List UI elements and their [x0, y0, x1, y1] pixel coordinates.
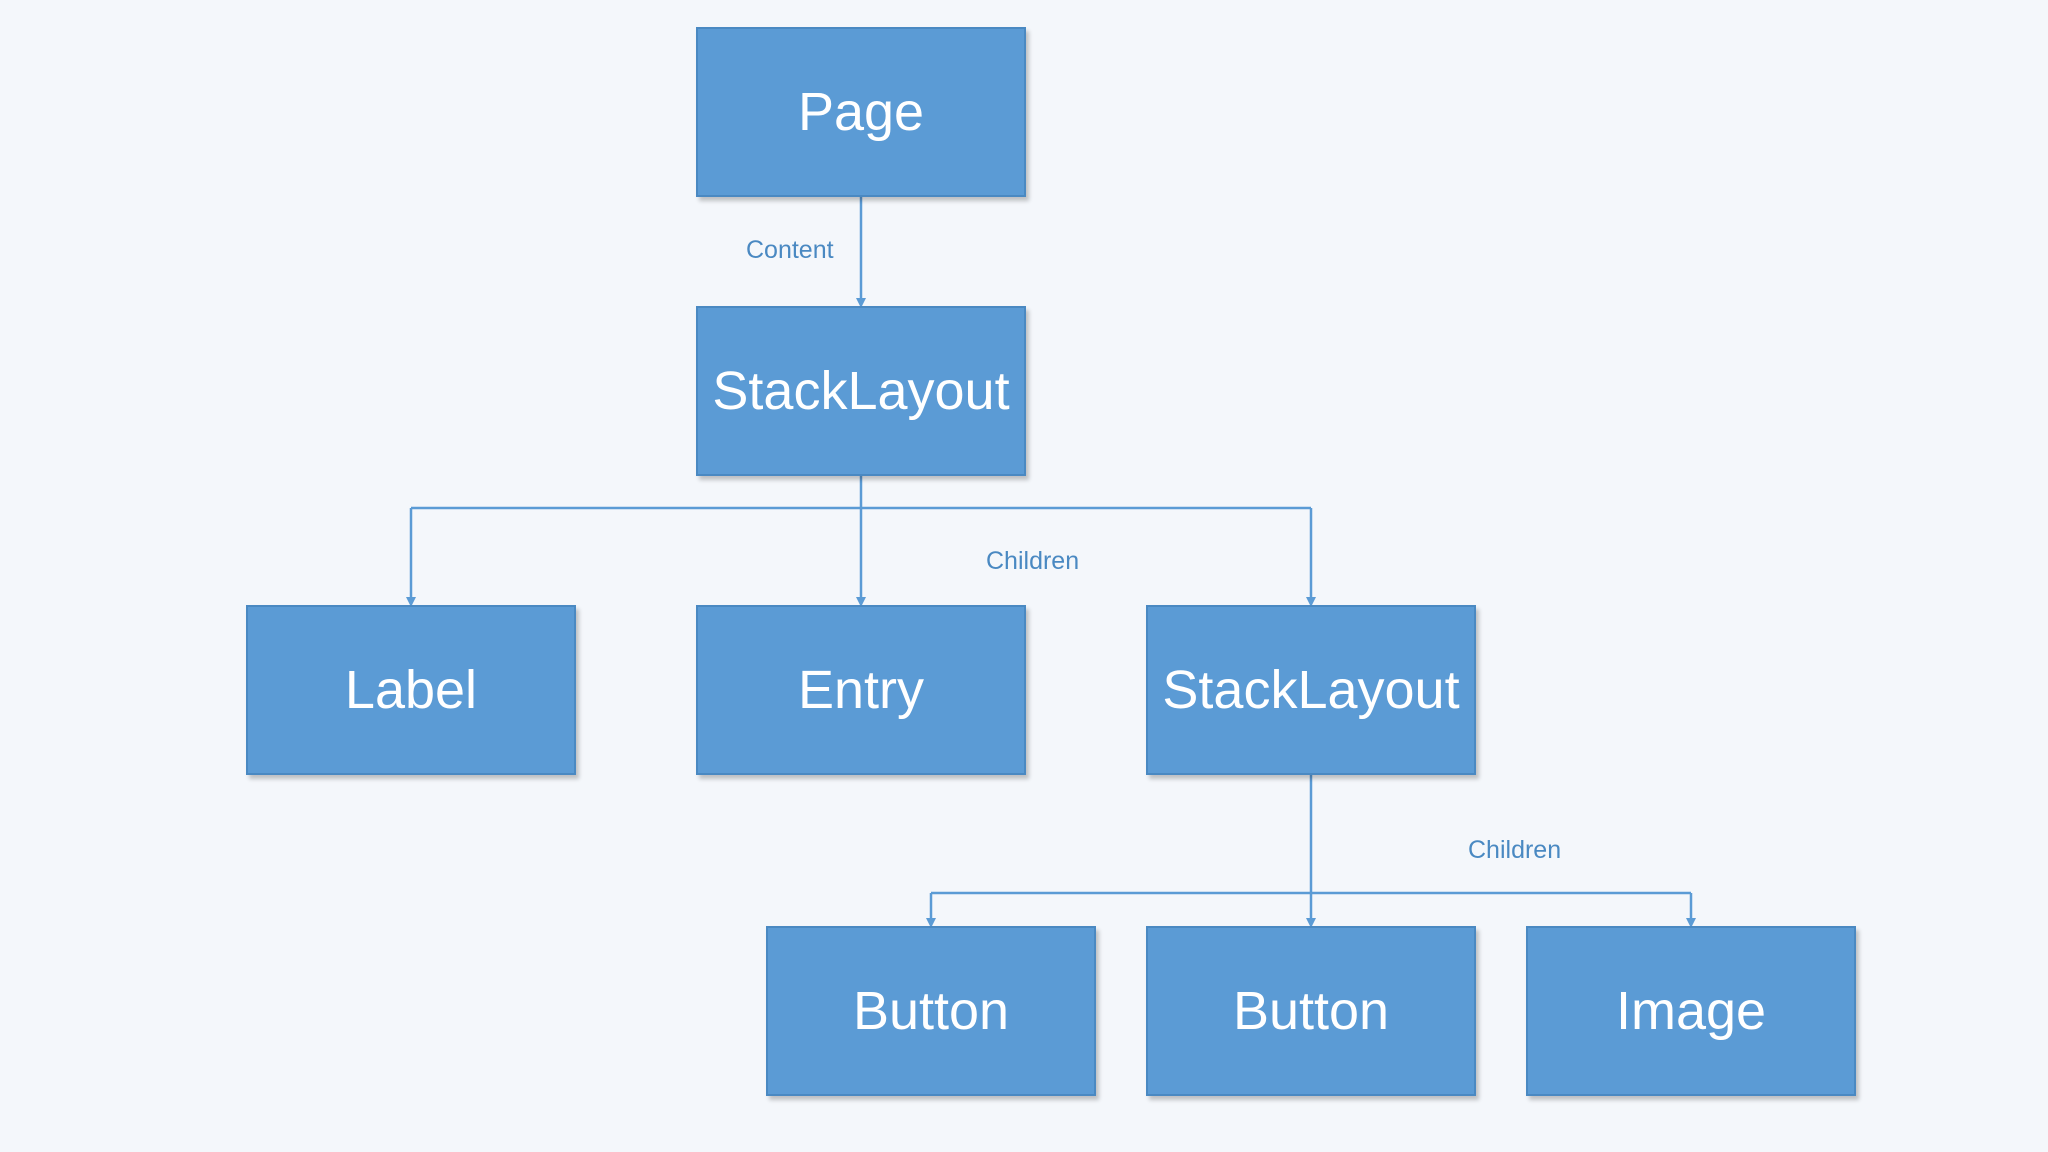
node-label: Label — [246, 605, 576, 775]
node-stacklayout-child: StackLayout — [1146, 605, 1476, 775]
node-page: Page — [696, 27, 1026, 197]
edge-label-children-root: Children — [986, 547, 1080, 575]
edge-label-content: Content — [746, 236, 834, 264]
node-button-1: Button — [766, 926, 1096, 1096]
node-image: Image — [1526, 926, 1856, 1096]
node-stacklayout-root: StackLayout — [696, 306, 1026, 476]
edge-label-children-nested: Children — [1468, 836, 1562, 864]
node-entry: Entry — [696, 605, 1026, 775]
node-button-2: Button — [1146, 926, 1476, 1096]
